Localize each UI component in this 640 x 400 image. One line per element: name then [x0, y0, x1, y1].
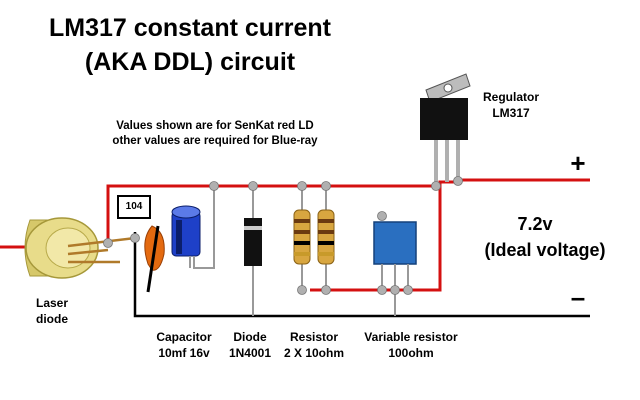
electrolytic-capacitor — [171, 186, 215, 269]
supply-voltage: 7.2v — [517, 214, 553, 234]
title-line-1: LM317 constant current — [48, 14, 331, 42]
laser-label: Laser — [35, 296, 69, 310]
resistor-label: Resistor — [289, 330, 339, 344]
laser-diode-symbol — [24, 217, 136, 279]
ceramic-cap-code: 104 — [125, 201, 143, 212]
lm317-regulator — [420, 73, 471, 182]
positive-sign: + — [570, 148, 586, 178]
title-line-2: (AKA DDL) circuit — [84, 48, 296, 76]
laser-label-2: diode — [36, 312, 68, 326]
capacitor-label: Capacitor — [156, 330, 212, 344]
diode-value: 1N4001 — [228, 346, 272, 360]
diode-label: Diode — [233, 330, 267, 344]
negative-sign: – — [570, 282, 586, 312]
variable-resistor-symbol — [373, 221, 417, 316]
resistor-value: 2 X 10ohm — [283, 346, 345, 360]
variable-resistor-label: Variable resistor — [364, 330, 458, 344]
diode-symbol — [244, 186, 262, 316]
regulator-label: Regulator — [482, 90, 539, 104]
resistor-pair — [293, 186, 335, 290]
ideal-voltage: (Ideal voltage) — [484, 240, 606, 260]
note-line-1: Values shown are for SenKat red LD — [116, 120, 314, 132]
junction-dots — [103, 176, 463, 295]
note-line-2: other values are required for Blue-ray — [112, 135, 318, 147]
variable-resistor-value: 100ohm — [388, 346, 434, 360]
regulator-part: LM317 — [492, 106, 530, 120]
ground-wire — [133, 232, 590, 318]
capacitor-value: 10mf 16v — [158, 346, 210, 360]
ceramic-capacitor — [117, 195, 165, 293]
